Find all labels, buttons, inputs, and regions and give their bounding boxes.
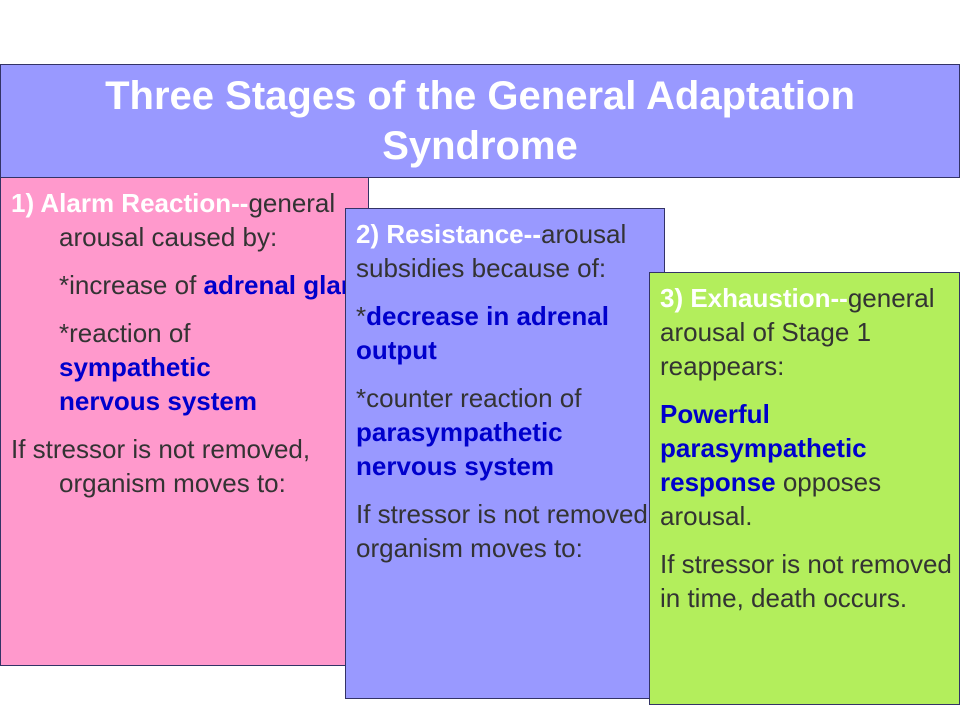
stage-1-dash: -- bbox=[231, 188, 249, 218]
stage-2-item-1-emphasis: decrease in adrenal output bbox=[356, 301, 609, 365]
stage-1-item-2: *reaction of sympathetic nervous system bbox=[11, 316, 299, 418]
slide-title: Three Stages of the General Adaptation S… bbox=[105, 74, 855, 168]
stage-3-footer: If stressor is not removed in time, deat… bbox=[660, 549, 952, 613]
stage-1-item-2-prefix: *reaction of bbox=[59, 318, 191, 348]
title-banner: Three Stages of the General Adaptation S… bbox=[0, 64, 960, 178]
stage-1-footer: If stressor is not removed, organism mov… bbox=[11, 434, 311, 498]
stage-3-box: 3) Exhaustion--general arousal of Stage … bbox=[649, 272, 960, 705]
stage-1-item-1-emphasis: adrenal glands bbox=[203, 270, 369, 300]
stage-2-item-2-emphasis: parasympathetic nervous system bbox=[356, 417, 563, 481]
stage-2-intro-text: arousal subsidies because of: bbox=[356, 219, 627, 283]
stage-1-intro-text: general arousal caused by: bbox=[59, 188, 336, 252]
stage-3-item-1-suffix: opposes arousal. bbox=[660, 467, 882, 531]
stage-2-item-2-prefix: *counter reaction of bbox=[356, 383, 582, 413]
stage-3-intro-text: general arousal of Stage 1 reappears: bbox=[660, 283, 935, 381]
stage-2-box: 2) Resistance--arousal subsidies because… bbox=[345, 208, 665, 699]
stage-3-intro: 3) Exhaustion--general arousal of Stage … bbox=[660, 281, 959, 383]
stage-1-item-2-emphasis: sympathetic nervous system bbox=[59, 352, 257, 416]
stage-3-dash: -- bbox=[830, 283, 848, 313]
stage-1-item-1: *increase of adrenal glands bbox=[11, 268, 368, 302]
stage-1-box: 1) Alarm Reaction--general arousal cause… bbox=[0, 177, 369, 666]
stage-3-item-1: Powerful parasympathetic response oppose… bbox=[660, 397, 959, 533]
stage-2-dash: -- bbox=[523, 219, 541, 249]
stage-3-heading: 3) Exhaustion bbox=[660, 283, 831, 313]
stage-2-item-2: *counter reaction of parasympathetic ner… bbox=[356, 381, 664, 483]
stage-2-heading: 2) Resistance bbox=[356, 219, 524, 249]
stage-2-item-1: *decrease in adrenal output bbox=[356, 299, 664, 367]
stage-1-heading: 1) Alarm Reaction bbox=[11, 188, 232, 218]
stage-2-footer: If stressor is not removed, organism mov… bbox=[356, 499, 656, 563]
stage-3-item-1-emphasis: Powerful parasympathetic response bbox=[660, 399, 867, 497]
stage-2-item-1-prefix: * bbox=[356, 301, 367, 331]
stage-2-intro: 2) Resistance--arousal subsidies because… bbox=[356, 217, 664, 285]
stage-1-intro: 1) Alarm Reaction--general arousal cause… bbox=[11, 186, 368, 254]
stage-1-item-1-prefix: *increase of bbox=[59, 270, 204, 300]
